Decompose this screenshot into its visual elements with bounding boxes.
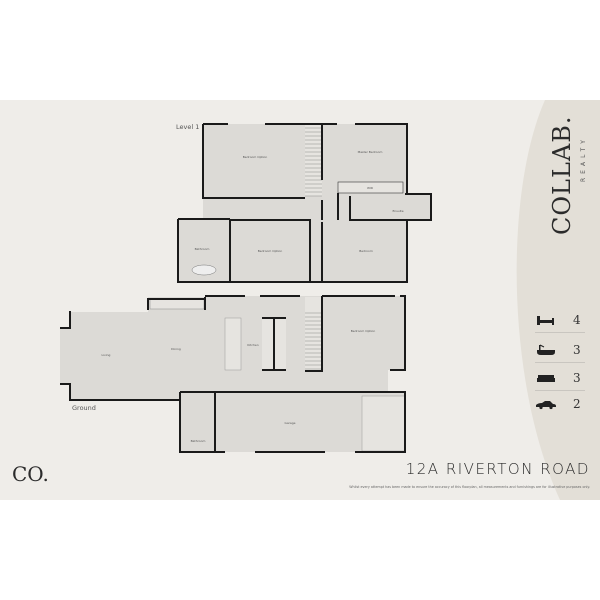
room-label: Bedroom [359,249,373,253]
stat-living: 3 [535,366,585,391]
stat-bathrooms: 3 [535,338,585,363]
brand-subtitle: REALTY [580,136,587,182]
room-label: Bathroom [191,439,206,443]
ground-plan: Ground Living Dining Kitchen Bedroom Opt… [60,295,406,453]
ground-label: Ground [72,404,96,412]
room-label: Bathroom [195,247,210,251]
car-icon [536,401,556,410]
stat-garage: 2 [535,392,585,416]
decorative-band [516,100,600,500]
brand-logo: COLLAB. REALTY [548,110,592,240]
stat-bedrooms: 4 [535,308,585,333]
bathtub-icon [191,264,217,276]
room-label: Garage [285,421,296,425]
room-label: Dining [171,347,181,351]
room-label: Bedroom Option [243,155,268,159]
monogram-logo: CO. [12,462,49,486]
room-label: WIR [367,186,373,190]
stat-value: 3 [573,371,581,385]
floorplan-sheet: Level 1 Bedroom Option Master Bedroom WI… [0,100,600,500]
room-label: Living [102,353,111,357]
stat-value: 2 [573,397,581,411]
floor-plan: Level 1 Bedroom Option Master Bedroom WI… [60,123,432,453]
room-label: Bedroom Option [258,249,283,253]
stat-value: 4 [573,313,581,327]
room-label: Bedroom Option [351,329,376,333]
sofa-icon [537,375,555,382]
stat-value: 3 [573,343,581,357]
level-1-label: Level 1 [176,123,199,131]
room-label: Kitchen [247,343,258,347]
disclaimer: Whilst every attempt has been made to en… [349,485,590,489]
bed-icon [537,316,554,325]
property-address: 12A RIVERTON ROAD [405,460,590,478]
bath-icon [537,344,555,355]
room-label: Ensuite [392,209,403,213]
brand-name: COLLAB. [548,115,576,235]
stairs [305,124,322,197]
room-label: Master Bedroom [358,150,383,154]
level-1-plan: Level 1 Bedroom Option Master Bedroom WI… [176,123,432,283]
stairs [305,297,322,370]
